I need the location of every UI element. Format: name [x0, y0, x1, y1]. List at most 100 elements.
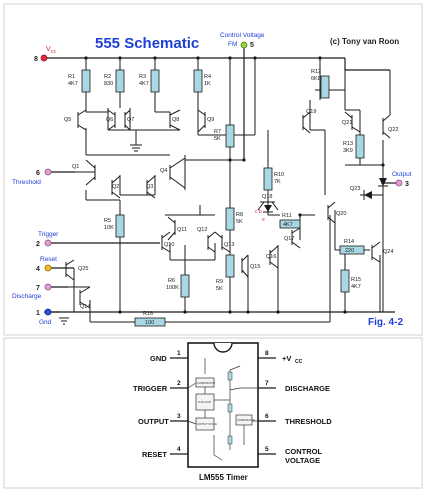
transistor-q15: [241, 254, 249, 278]
chip-pin-2[interactable]: TRIGGER 2: [133, 380, 181, 393]
pin-threshold[interactable]: 6 Threshold: [12, 168, 75, 186]
figure-label: Fig. 4-2: [368, 317, 403, 328]
chip-pin-3-number: 3: [177, 413, 181, 420]
pin-vcc-label: V: [46, 46, 51, 53]
pin-control-fm: FM: [228, 41, 237, 48]
svg-text:R9: R9: [216, 279, 223, 285]
svg-text:5K: 5K: [216, 286, 223, 292]
chip-pin-8[interactable]: +V CC 8: [265, 350, 303, 365]
svg-text:Q24: Q24: [383, 249, 393, 255]
svg-text:100: 100: [145, 320, 154, 326]
transistor-q1: [85, 159, 96, 186]
svg-text:COMPARATOR: COMPARATOR: [237, 418, 255, 422]
transistor-q24: [371, 241, 381, 263]
svg-text:6K8: 6K8: [311, 76, 321, 82]
chip-resistor-ladder: [227, 371, 233, 445]
chip-pin-5-label: CONTROL: [285, 447, 322, 456]
svg-text:R1: R1: [68, 74, 75, 80]
svg-text:FLIP-FLOP: FLIP-FLOP: [198, 400, 211, 404]
svg-text:R5: R5: [104, 218, 111, 224]
transistors: [65, 109, 391, 309]
pin-discharge-number: 7: [36, 285, 40, 292]
transistor-q8: [169, 109, 181, 131]
pin-reset[interactable]: Reset 4: [36, 256, 74, 273]
svg-text:OUTPUT STAGE: OUTPUT STAGE: [197, 422, 217, 426]
pin-trigger[interactable]: Trigger 2: [36, 231, 160, 248]
pin-control-label: Control Voltage: [220, 32, 265, 39]
svg-text:4K7: 4K7: [351, 284, 361, 290]
svg-text:Q18: Q18: [262, 194, 272, 200]
svg-text:Q10: Q10: [164, 242, 174, 248]
transistor-q22: [382, 114, 391, 139]
pin-threshold-number: 6: [36, 170, 40, 177]
chip-pin-3-label: OUTPUT: [138, 417, 169, 426]
resistor-r13: R13 3K9: [343, 134, 365, 159]
chip-pin-1-number: 1: [177, 350, 181, 357]
svg-text:Q3: Q3: [146, 184, 153, 190]
chip-pin-4[interactable]: RESET 4: [142, 446, 181, 459]
svg-text:Q7: Q7: [127, 117, 134, 123]
svg-text:R7: R7: [214, 129, 221, 135]
svg-text:Q23: Q23: [350, 186, 360, 192]
svg-text:R4: R4: [204, 74, 211, 80]
resistor-r1: R1 4K7: [68, 69, 91, 93]
resistor-r12: R12 6K8: [311, 69, 330, 99]
transistor-q13: [214, 231, 231, 253]
pin-trigger-number: 2: [36, 241, 40, 248]
chip-pin-6[interactable]: THRESHOLD 6: [265, 413, 332, 426]
ground-symbols: [59, 144, 142, 325]
svg-text:R15: R15: [351, 277, 361, 283]
transistor-q11: [167, 216, 176, 241]
chip-pin-5[interactable]: CONTROL VOLTAGE 5: [265, 446, 322, 465]
svg-text:1K: 1K: [204, 81, 211, 87]
q18-cb-label: c b: [255, 209, 262, 215]
svg-text:R13: R13: [343, 141, 353, 147]
pin-output-label: Output: [392, 171, 412, 178]
svg-text:3K9: 3K9: [343, 148, 353, 154]
chip-internal-labels: COMPARATOR FLIP-FLOP OUTPUT STAGE COMPAR…: [197, 381, 255, 426]
pin-control[interactable]: Control Voltage FM 5: [220, 32, 265, 160]
pin-vcc[interactable]: 8 V cc: [34, 46, 57, 63]
chip-pin-8-label: +V: [282, 354, 291, 363]
chip-pin-2-label: TRIGGER: [133, 384, 168, 393]
svg-text:5K: 5K: [214, 136, 221, 142]
svg-text:Q9: Q9: [207, 117, 214, 123]
chip-pin-3[interactable]: OUTPUT 3: [138, 413, 181, 426]
pin-reset-number: 4: [36, 266, 40, 273]
svg-text:Q12: Q12: [197, 227, 207, 233]
pin-gnd[interactable]: 1 Gnd: [36, 308, 60, 326]
resistor-r16: R16 100: [134, 311, 166, 327]
q18-e-label: e: [262, 217, 265, 223]
resistor-r2: R2 830: [104, 69, 125, 93]
schematic-title: 555 Schematic: [95, 35, 199, 52]
pin-output-number: 3: [405, 181, 409, 188]
svg-text:Q20: Q20: [336, 211, 346, 217]
svg-text:COMPARATOR: COMPARATOR: [197, 381, 215, 385]
pin-gnd-label: Gnd: [39, 319, 52, 326]
resistor-r10: R10 7K: [263, 167, 284, 191]
chip-pin-1[interactable]: GND 1: [150, 350, 181, 363]
resistor-r9: R9 5K: [216, 254, 235, 292]
chip-pin-8-number: 8: [265, 350, 269, 357]
transistor-q2: [111, 175, 121, 199]
pin-output[interactable]: Output 3: [383, 171, 412, 188]
transistor-q3: [146, 175, 156, 199]
svg-text:Q22: Q22: [388, 127, 398, 133]
resistor-r3: R3 4K7: [139, 69, 160, 93]
chip-pin-6-label: THRESHOLD: [285, 417, 332, 426]
chip-pin-7[interactable]: DISCHARGE 7: [265, 380, 330, 393]
transistor-q10: [161, 231, 171, 253]
pin-reset-label: Reset: [40, 256, 57, 263]
pin-discharge[interactable]: 7 Discharge: [12, 283, 68, 300]
chip-pin-6-number: 6: [265, 413, 269, 420]
svg-text:R14: R14: [344, 239, 354, 245]
svg-text:220: 220: [345, 248, 354, 254]
chip-pin-7-number: 7: [265, 380, 269, 387]
svg-text:R16: R16: [143, 311, 153, 317]
svg-text:R10: R10: [274, 172, 284, 178]
resistor-r7: R7 5K: [214, 124, 235, 148]
svg-text:R3: R3: [139, 74, 146, 80]
pin-discharge-label: Discharge: [12, 293, 42, 300]
pin-gnd-number: 1: [36, 310, 40, 317]
